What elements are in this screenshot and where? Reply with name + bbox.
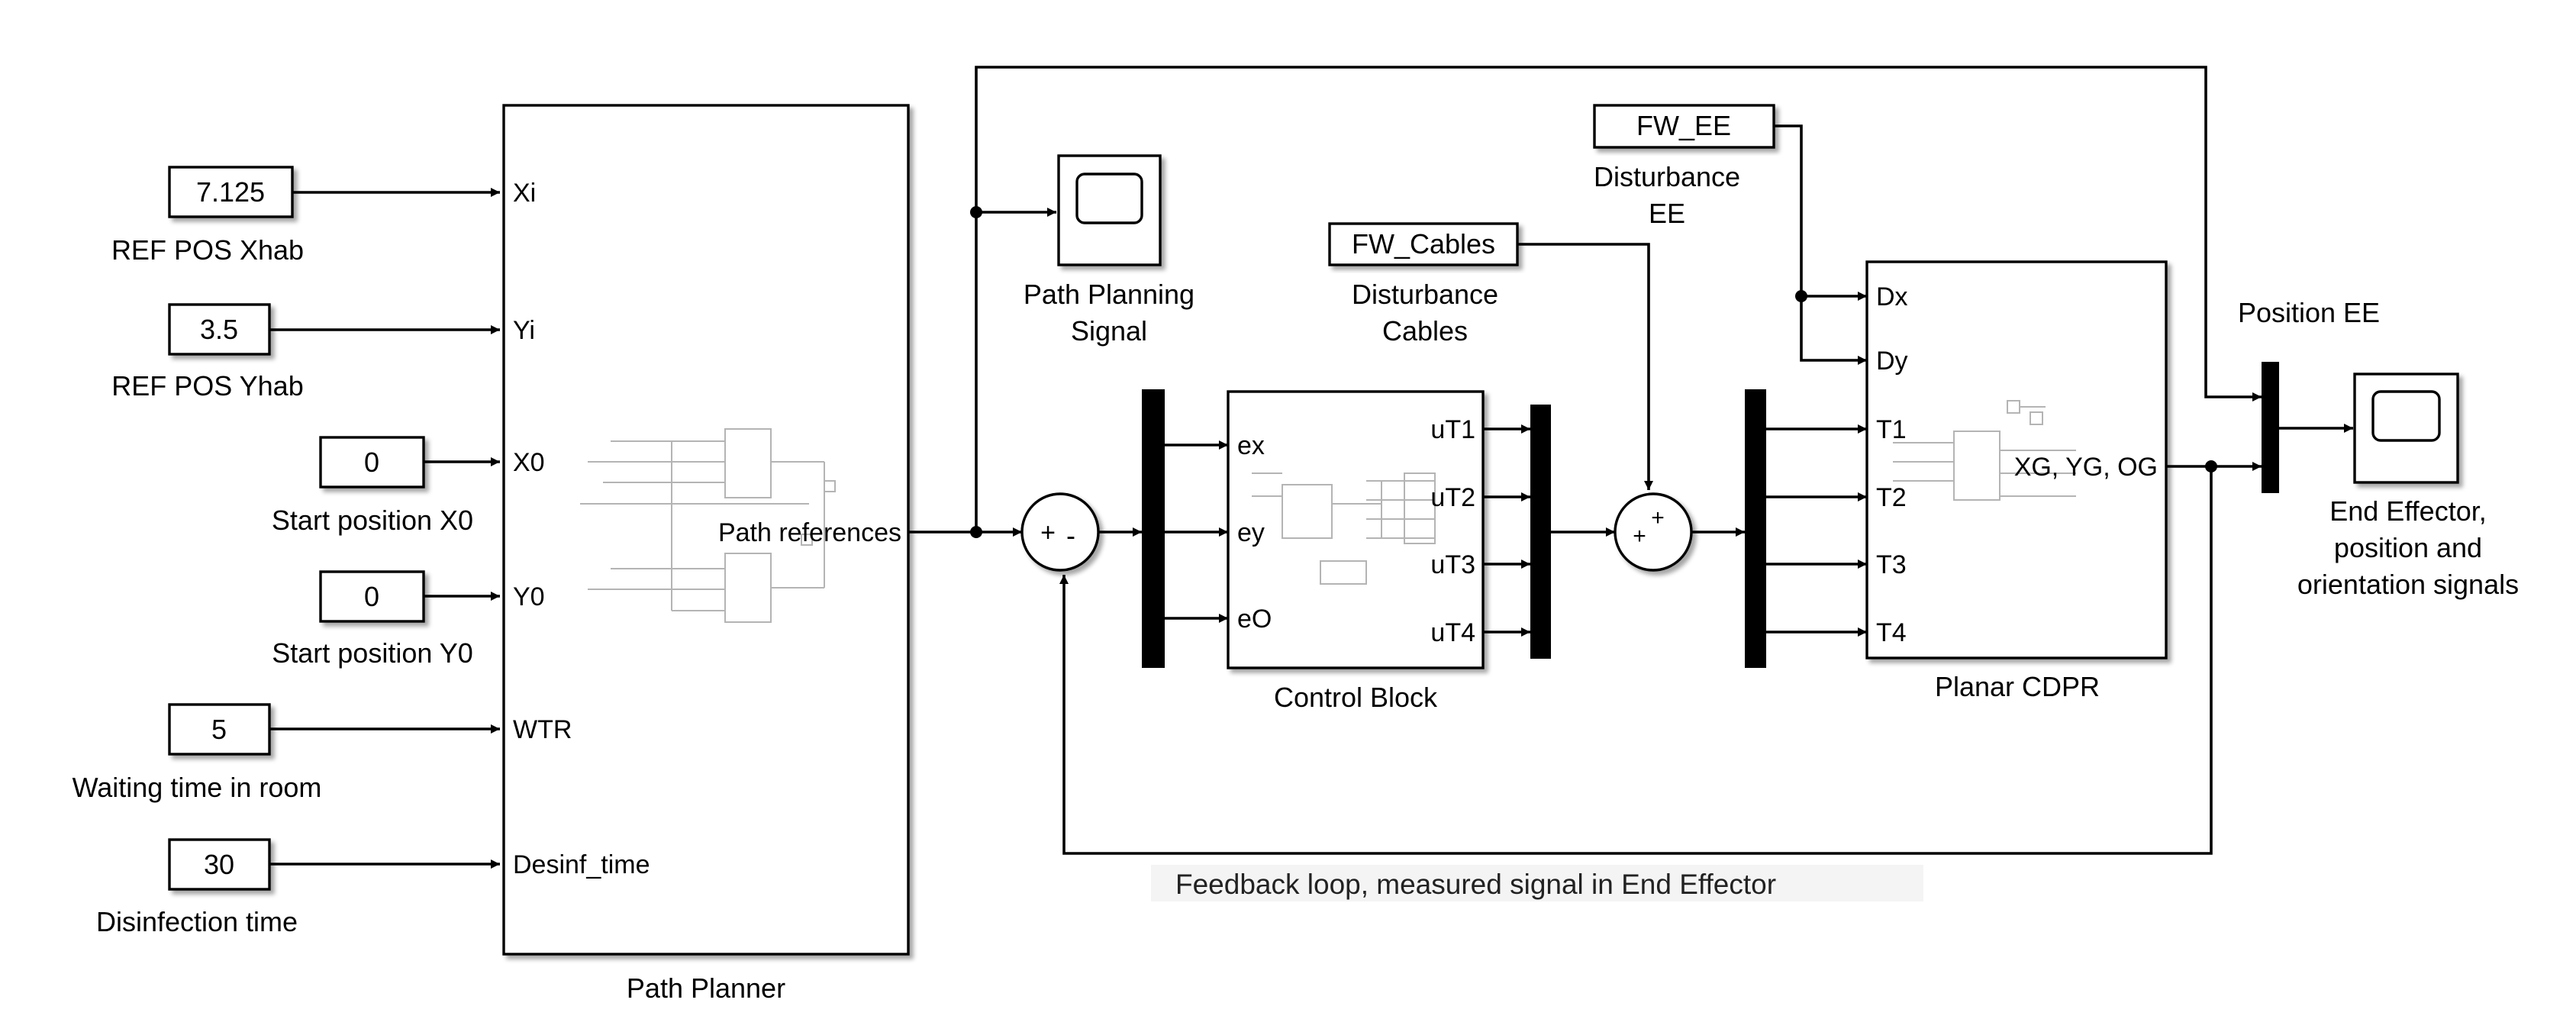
input-port-yi: Yi [513,316,535,345]
input-port-x0: X0 [513,448,545,477]
constant-label: Waiting time in room [73,772,322,803]
constant-value: 30 [204,849,234,880]
constant-label: Start position Y0 [272,637,473,669]
output-port-ut4: uT4 [1430,618,1475,647]
end-effector-scope[interactable]: End Effector, position and orientation s… [2297,372,2519,600]
subsystem-thumbnail-icon [1252,472,1436,585]
mux-label: Position EE [2238,297,2380,328]
sum-sign-plus: + [1651,505,1665,531]
constant-value: 7.125 [196,176,265,208]
disturbance-label-line1: Disturbance [1594,161,1740,192]
scope-screen-icon [1075,173,1143,224]
sum-block-disturbance[interactable]: + + [1614,492,1693,572]
mux-control-bar[interactable] [1530,405,1551,659]
constant-value: 0 [364,447,379,478]
constant-value: FW_EE [1636,110,1731,141]
constant-waiting-time[interactable]: 5 Waiting time in room [73,703,322,803]
output-port-ut3: uT3 [1430,550,1475,579]
output-port-ut1: uT1 [1430,415,1475,444]
sum-sign-plus: + [1633,524,1646,549]
disturbance-label-line2: EE [1649,198,1685,229]
block-name: Control Block [1274,682,1438,713]
input-port-xi: Xi [513,179,536,208]
input-port-t3: T3 [1876,550,1907,579]
scope-screen-icon [2371,390,2441,442]
sum-sign-minus: - [1066,520,1075,551]
input-port-eo: eO [1237,605,1272,634]
constant-label: REF POS Xhab [111,234,304,266]
control-block[interactable]: ex ey eO uT1 uT2 uT3 uT4 Control Block [1227,390,1485,713]
output-port-xg-yg-og: XG, YG, OG [2014,453,2158,482]
constant-ref-pos-xhab[interactable]: 7.125 REF POS Xhab [111,166,304,266]
sum-block-error[interactable]: + - [1020,492,1100,572]
input-port-y0: Y0 [513,582,545,611]
constant-value: FW_Cables [1352,228,1495,260]
fw-ee-block[interactable]: FW_EE Disturbance EE [1593,104,1775,229]
input-port-ex: ex [1237,431,1265,460]
path-planning-scope[interactable]: Path Planning Signal [1024,154,1195,347]
constant-value: 5 [211,714,227,745]
constant-start-x0[interactable]: 0 Start position X0 [272,436,473,536]
input-port-dx: Dx [1876,282,1908,311]
output-port-path-references: Path references [718,518,901,547]
constant-label: Disinfection time [96,906,298,937]
input-port-t2: T2 [1876,483,1907,512]
constant-ref-pos-yhab[interactable]: 3.5 REF POS Yhab [111,303,304,402]
constant-value: 3.5 [200,314,238,345]
path-planner-block[interactable]: Xi Yi X0 Y0 WTR Desinf_time Path referen… [502,104,910,1004]
input-port-t4: T4 [1876,618,1907,647]
constant-label: Start position X0 [272,505,473,536]
constant-start-y0[interactable]: 0 Start position Y0 [272,570,473,669]
disturbance-label-line1: Disturbance [1352,279,1498,310]
demux-error-bar[interactable] [1142,389,1165,668]
constant-value: 0 [364,581,379,612]
demux-tension-bar[interactable] [1745,389,1766,668]
planar-cdpr-block[interactable]: Dx Dy T1 T2 T3 T4 XG, YG, OG Planar CDPR [1865,260,2168,702]
subsystem-thumbnail-icon [580,428,836,623]
scope-label-line1: Path Planning [1024,279,1195,310]
constant-disinfection-time[interactable]: 30 Disinfection time [96,838,298,937]
input-port-dy: Dy [1876,347,1908,376]
signal-lines [269,66,2353,869]
scope-label-line1: End Effector, [2329,495,2486,527]
input-port-desinf-time: Desinf_time [513,850,650,879]
output-port-ut2: uT2 [1430,483,1475,512]
subsystem-thumbnail-icon [1893,400,2076,501]
feedback-annotation: Feedback loop, measured signal in End Ef… [1151,865,1923,901]
input-port-t1: T1 [1876,415,1907,444]
position-ee-mux[interactable]: Position EE [2238,297,2380,493]
fw-cables-block[interactable]: FW_Cables Disturbance Cables [1328,222,1519,347]
sum-sign-plus: + [1040,518,1056,547]
scope-label-line2: position and [2334,532,2482,563]
block-name: Planar CDPR [1935,671,2100,702]
disturbance-label-line2: Cables [1382,315,1468,347]
block-name: Path Planner [627,972,785,1004]
scope-label-line3: orientation signals [2297,569,2519,600]
scope-label-line2: Signal [1071,315,1147,347]
annotation-text: Feedback loop, measured signal in End Ef… [1175,869,1776,900]
input-port-ey: ey [1237,518,1265,547]
input-port-wtr: WTR [513,715,572,744]
constant-label: REF POS Yhab [111,370,303,402]
junction-dots [970,206,2217,538]
